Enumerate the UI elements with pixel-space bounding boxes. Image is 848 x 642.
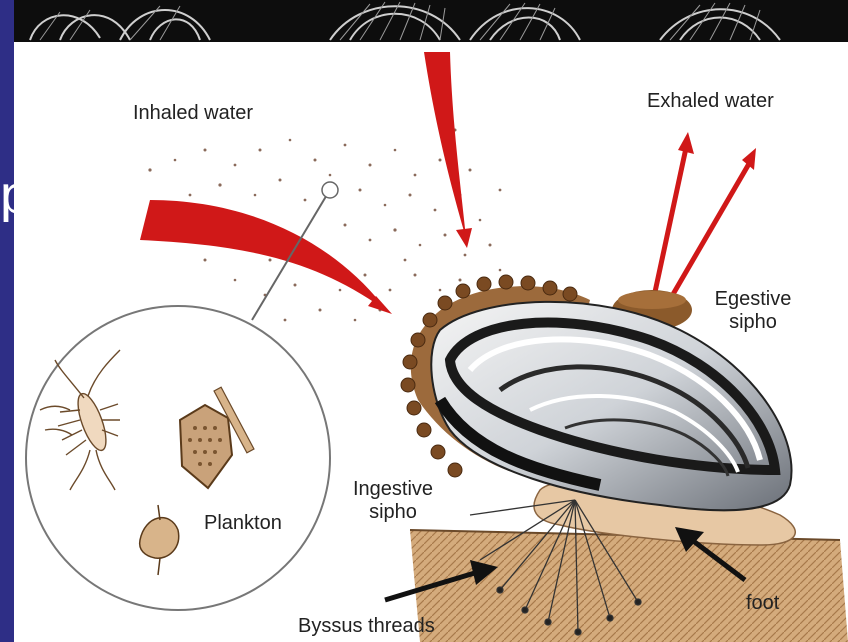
label-egestive-sipho: Egestive sipho: [708, 288, 798, 334]
sediment: [410, 530, 848, 642]
plankton-magnifier: [26, 306, 330, 610]
label-byssus-threads: Byssus threads: [298, 615, 435, 638]
label-ingestive-line2: sipho: [338, 501, 448, 524]
label-exhaled-water: Exhaled water: [647, 90, 774, 113]
label-inhaled-water: Inhaled water: [133, 102, 253, 125]
magnifier-target: [322, 182, 338, 198]
label-ingestive-line1: Ingestive: [338, 478, 448, 501]
label-plankton: Plankton: [204, 512, 282, 535]
slide-title-fragment: p: [0, 168, 16, 222]
label-foot: foot: [746, 592, 779, 615]
label-egestive-line2: sipho: [708, 311, 798, 334]
shell-banner: [14, 0, 848, 42]
label-ingestive-sipho: Ingestive sipho: [338, 478, 448, 524]
label-egestive-line1: Egestive: [708, 288, 798, 311]
